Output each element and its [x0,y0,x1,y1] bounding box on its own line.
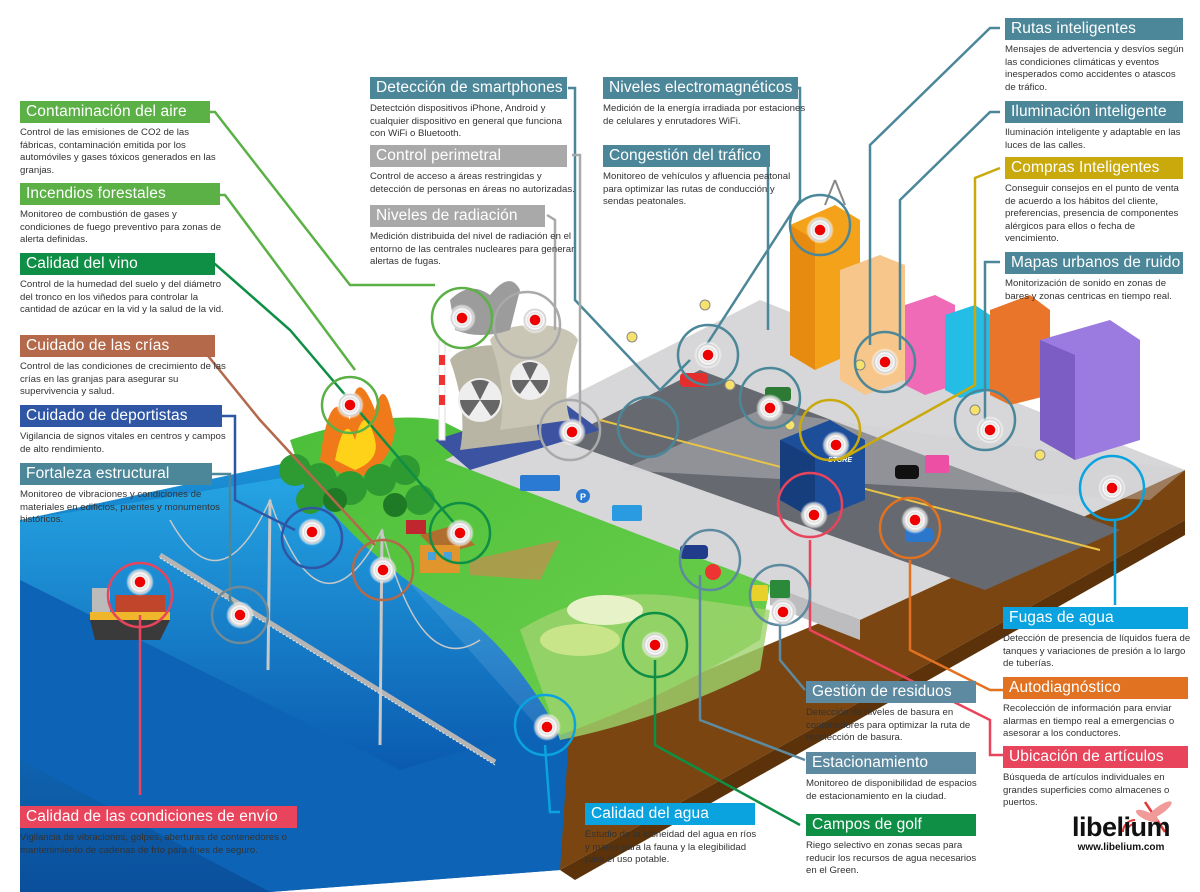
callout-smart-lighting: Iluminación inteligente Iluminación inte… [1005,101,1185,152]
callout-smart-shopping: Compras Inteligentes Conseguir consejos … [1005,157,1185,246]
callout-title: Congestión del tráfico [603,145,770,167]
callout-description: Búsqueda de artículos individuales en gr… [1003,772,1170,809]
callout-forest-fires: Incendios forestales Monitoreo de combus… [20,183,225,247]
callout-wine-quality: Calidad del vino Control de la humedad d… [20,253,230,317]
cargo-ship [90,588,170,640]
callout-title: Cuidado de deportistas [20,405,222,427]
callout-title: Calidad de las condiciones de envío [20,806,297,828]
callout-description: Detección de niveles de basura en conten… [806,707,971,744]
callout-description: Control de la humedad del suelo y del di… [20,279,224,316]
callout-description: Conseguir consejos en el punto de venta … [1005,183,1179,245]
callout-water-quality: Calidad del agua Estudio de la idoneidad… [585,803,760,867]
callout-title: Detección de smartphones [370,77,567,99]
callout-waste-management: Gestión de residuos Detección de niveles… [806,681,981,745]
callout-radiation-levels: Niveles de radiación Medición distribuid… [370,205,575,269]
callout-description: Monitorización de sonido en zonas de bar… [1005,278,1172,302]
callout-parking: Estacionamiento Monitoreo de disponibili… [806,752,981,803]
callout-title: Incendios forestales [20,183,220,205]
parking-sign-letter: P [580,492,586,502]
callout-self-diagnosis: Autodiagnóstico Recolección de informaci… [1003,677,1198,741]
callout-description: Iluminación inteligente y adaptable en l… [1005,127,1181,151]
callout-title: Fugas de agua [1003,607,1188,629]
callout-item-location: Ubicación de artículos Búsqueda de artíc… [1003,746,1198,810]
callout-description: Monitoreo de disponibilidad de espacios … [806,778,977,802]
callout-description: Riego selectivo en zonas secas para redu… [806,840,977,877]
callout-perimeter-control: Control perimetral Control de acceso a á… [370,145,575,196]
sensor-dots [126,216,1126,741]
logo-wordmark: libelium [1071,812,1171,842]
callout-title: Contaminación del aire [20,101,210,123]
callout-title: Fortaleza estructural [20,463,212,485]
suspension-bridge [158,497,497,766]
sensor-rings [106,193,1146,757]
callout-description: Recolección de información para enviar a… [1003,703,1175,740]
callout-offspring-care: Cuidado de las crías Control de las cond… [20,335,230,399]
callout-description: Vigilancia de signos vitales en centros … [20,431,226,455]
callout-description: Control de las emisiones de CO2 de las f… [20,127,216,176]
callout-shipping-conditions: Calidad de las condiciones de envío Vigi… [20,806,310,857]
callout-title: Control perimetral [370,145,567,167]
store-sign: STORE [828,457,852,464]
callout-air-pollution: Contaminación del aire Control de las em… [20,101,225,177]
callout-traffic-congestion: Congestión del tráfico Monitoreo de vehí… [603,145,808,209]
callout-title: Rutas inteligentes [1005,18,1183,40]
callout-description: Medición distribuida del nivel de radiac… [370,231,575,268]
callout-electromagnetic-levels: Niveles electromagnéticos Medición de la… [603,77,808,128]
callout-title: Ubicación de artículos [1003,746,1188,768]
callout-description: Detección de presencia de líquidos fuera… [1003,633,1191,670]
callout-description: Control de acceso a áreas restringidas y… [370,171,575,195]
callout-title: Calidad del vino [20,253,215,275]
street-lamps [626,299,1046,461]
callout-description: Monitoreo de vibraciones y condiciones d… [20,489,220,526]
callout-title: Iluminación inteligente [1005,101,1183,123]
callout-title: Mapas urbanos de ruido [1005,252,1183,274]
callout-description: Control de las condiciones de crecimient… [20,361,226,398]
callout-smart-routes: Rutas inteligentes Mensajes de advertenc… [1005,18,1185,94]
callout-athlete-care: Cuidado de deportistas Vigilancia de sig… [20,405,230,456]
libelium-logo: libelium www.libelium.com [1066,812,1176,853]
callout-description: Medición de la energía irradiada por est… [603,103,806,127]
callout-title: Campos de golf [806,814,976,836]
callout-golf-courses: Campos de golf Riego selectivo en zonas … [806,814,981,878]
callout-title: Gestión de residuos [806,681,976,703]
callout-water-leaks: Fugas de agua Detección de presencia de … [1003,607,1198,671]
callout-description: Vigilancia de vibraciones, golpes, abert… [20,832,288,856]
callout-title: Niveles electromagnéticos [603,77,798,99]
callout-structural-health: Fortaleza estructural Monitoreo de vibra… [20,463,230,527]
callout-title: Calidad del agua [585,803,755,825]
callout-title: Estacionamiento [806,752,976,774]
callout-description: Detectción dispositivos iPhone, Android … [370,103,563,140]
parking-sign: P [576,489,590,503]
logo-url[interactable]: www.libelium.com [1077,842,1165,853]
callout-description: Monitoreo de combustión de gases y condi… [20,209,222,246]
callout-title: Compras Inteligentes [1005,157,1183,179]
callout-description: Mensajes de advertencia y desvíos según … [1005,44,1184,93]
callout-noise-maps: Mapas urbanos de ruido Monitorización de… [1005,252,1190,303]
callout-title: Autodiagnóstico [1003,677,1188,699]
callout-description: Monitoreo de vehículos y afluencia peato… [603,171,791,208]
callout-title: Niveles de radiación [370,205,545,227]
callout-title: Cuidado de las crías [20,335,215,357]
forest-fire [279,387,435,517]
callout-smartphone-detection: Detección de smartphones Detectción disp… [370,77,575,141]
callout-description: Estudio de la idoneidad del agua en ríos… [585,829,757,866]
dragonfly-logo-icon [1122,801,1172,833]
